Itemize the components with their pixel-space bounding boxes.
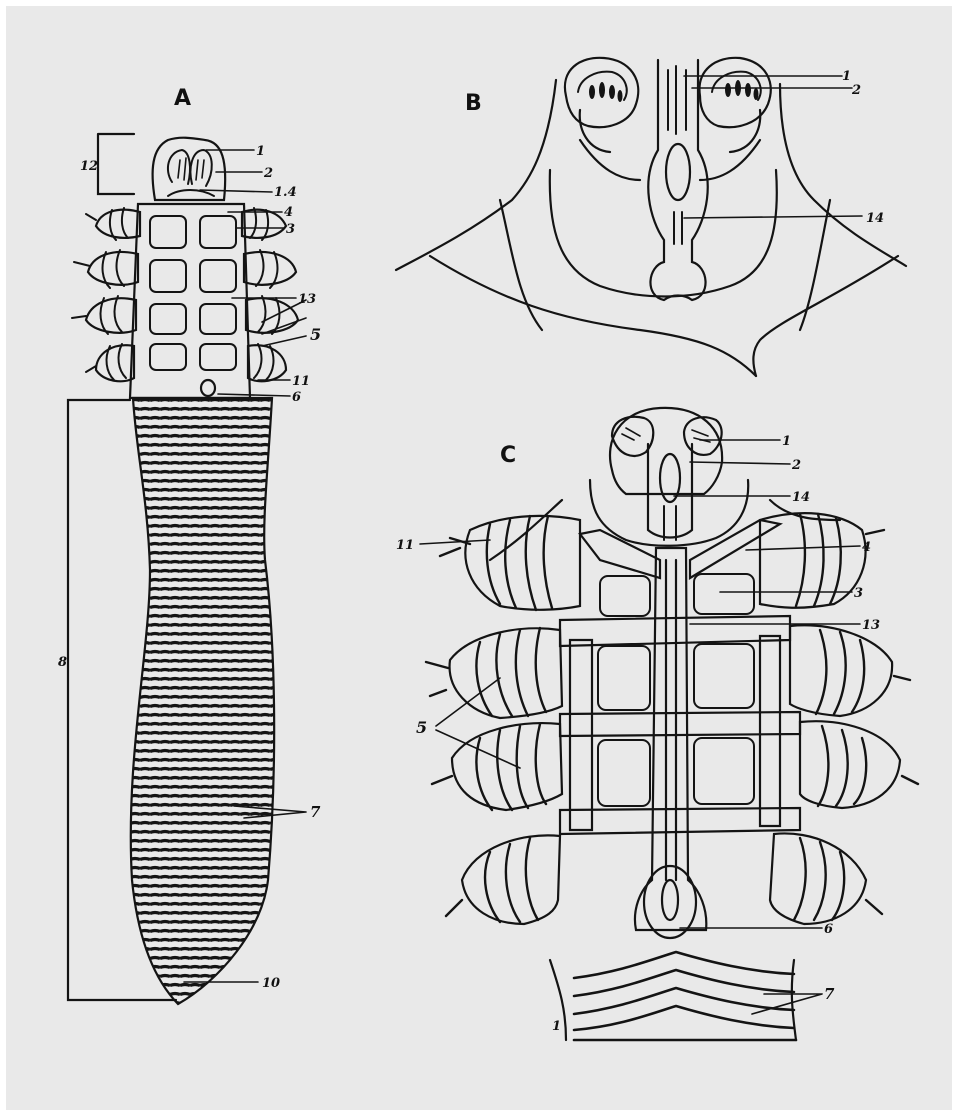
panel-a-label-13: 13 (298, 292, 316, 307)
panel-a-label-12: 12 (80, 159, 98, 174)
panel-b-label-2: 2 (851, 83, 861, 98)
panel-a-label-7: 7 (310, 803, 321, 821)
panel-c-label-13: 13 (862, 618, 880, 633)
panel-c-label-6: 6 (824, 922, 833, 937)
panel-a-label-2: 2 (263, 166, 273, 181)
panel-c-letter: C (500, 443, 516, 468)
panel-a-label-10: 10 (262, 976, 280, 991)
panel-c-label-3: 3 (854, 586, 863, 601)
panel-c-label-1: 1 (782, 434, 791, 449)
panel-b-label-14: 14 (866, 211, 884, 226)
panel-c-label-14: 14 (792, 490, 810, 505)
panel-c-label-7: 7 (824, 985, 835, 1003)
panel-a-label-11: 11 (292, 374, 310, 389)
panel-c-label-2: 2 (791, 458, 801, 473)
panel-a-letter: A (174, 86, 191, 111)
panel-c-label-1b: 1 (552, 1019, 561, 1034)
panel-a-label-6: 6 (292, 390, 301, 405)
panel-c-label-5: 5 (416, 718, 427, 737)
panel-a-label-4: 4 (284, 205, 293, 220)
panel-a-label-5: 5 (310, 325, 321, 344)
panel-a-label-1-4: 1.4 (274, 185, 297, 200)
panel-b-label-1: 1 (842, 69, 851, 84)
panel-c-label-4: 4 (862, 540, 871, 555)
panel-a-label-1: 1 (256, 144, 265, 159)
panel-c-label-11: 11 (396, 538, 414, 553)
panel-a-label-3: 3 (286, 222, 295, 237)
panel-b-letter: B (465, 91, 482, 116)
panel-a-label-8: 8 (58, 655, 67, 670)
